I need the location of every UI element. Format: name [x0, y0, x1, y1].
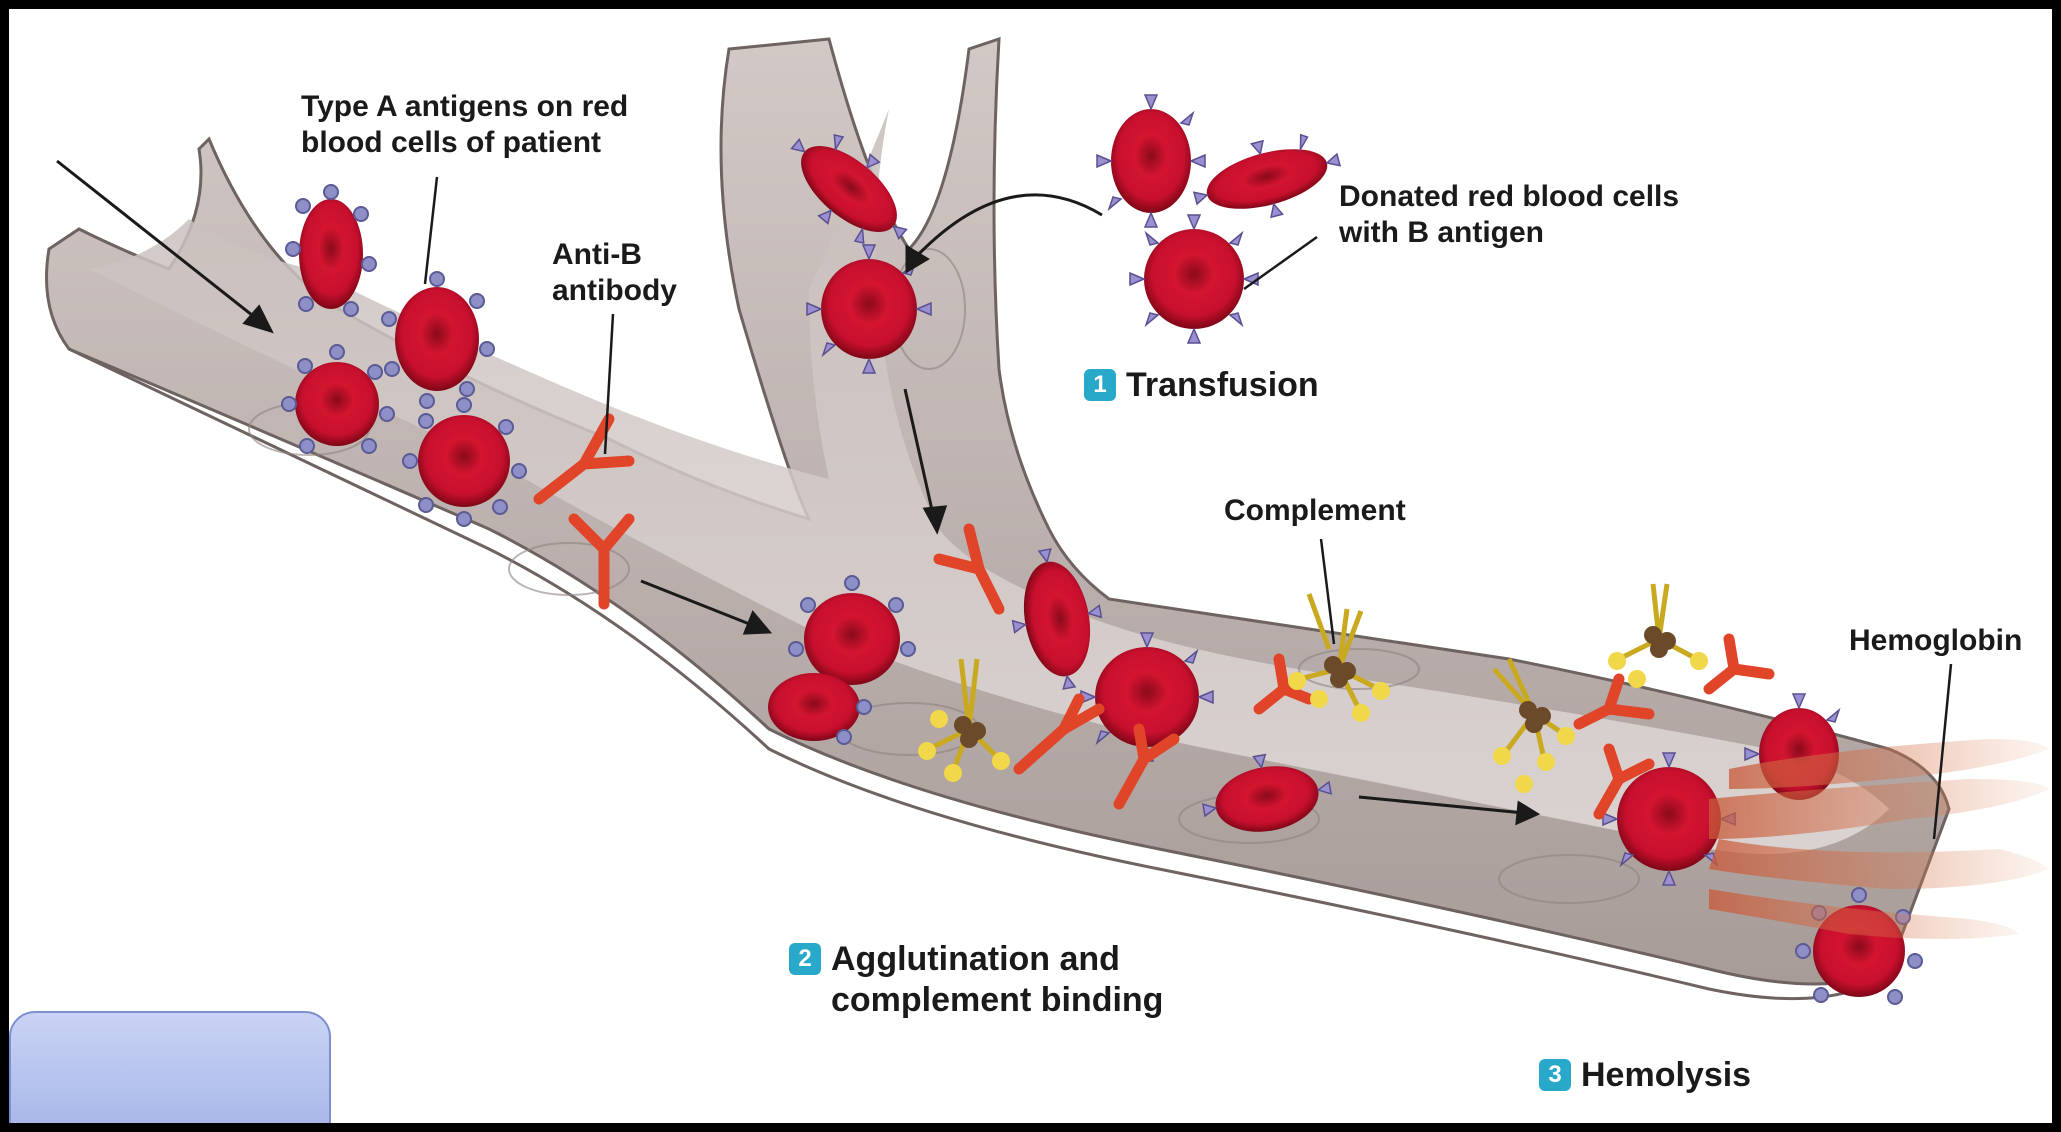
step-2-badge: 2 [789, 943, 821, 975]
step-1-label: Transfusion [1126, 365, 1319, 406]
label-type-a-antigens: Type A antigens on red blood cells of pa… [301, 89, 628, 161]
step-3-badge: 3 [1539, 1059, 1571, 1091]
label-hemoglobin: Hemoglobin [1849, 623, 2022, 659]
label-donated-line1: Donated red blood cells [1339, 179, 1679, 215]
step-1: 1 Transfusion [1084, 365, 1319, 406]
step-2-label-line2: complement binding [831, 980, 1163, 1021]
label-anti-b-antibody: Anti-B antibody [552, 237, 677, 309]
label-donated-line2: with B antigen [1339, 215, 1679, 251]
step-3-label: Hemolysis [1581, 1055, 1751, 1096]
label-type-a-line1: Type A antigens on red [301, 89, 628, 125]
label-donated-cells: Donated red blood cells with B antigen [1339, 179, 1679, 251]
label-anti-b-line2: antibody [552, 273, 677, 309]
step-3: 3 Hemolysis [1539, 1055, 1751, 1096]
label-complement: Complement [1224, 493, 1406, 529]
sample-tab-label: MPLE 1 [21, 1117, 193, 1132]
step-2-label-line1: Agglutination and [831, 939, 1163, 980]
label-type-a-line2: blood cells of patient [301, 125, 628, 161]
step-1-badge: 1 [1084, 369, 1116, 401]
step-2: 2 Agglutination and complement binding [789, 939, 1163, 1021]
sample-tab: MPLE 1 [9, 1011, 331, 1132]
label-anti-b-line1: Anti-B [552, 237, 677, 273]
